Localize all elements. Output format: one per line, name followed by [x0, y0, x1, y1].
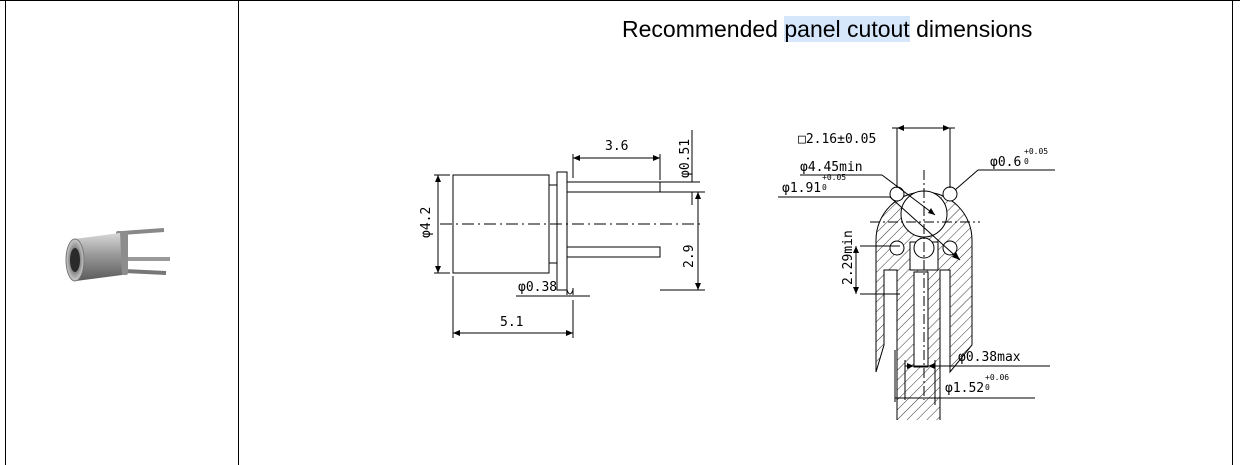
title-text-end: dimensions [909, 16, 1033, 42]
section-title: Recommended panel cutout dimensions [622, 16, 1032, 43]
dim-pin-length: 3.6 [605, 139, 628, 154]
dim-square: □2.16±0.05 [798, 132, 876, 147]
side-view-drawing: φ4.2 3.6 φ0.51 2.9 φ0.38 5.1 [420, 130, 705, 338]
dim-slot-width: φ0.38max [958, 350, 1021, 365]
left-border [5, 0, 6, 465]
top-border [0, 0, 1240, 1]
dim-pin-diameter: φ0.51 [678, 139, 693, 178]
dim-overall-length: 5.1 [500, 315, 523, 330]
dim-body-diameter: φ4.2 [420, 207, 434, 238]
panel-cutout-drawing: □2.16±0.05 φ4.45min φ0.6 +0.05 0 φ1.91 +… [778, 125, 1055, 420]
dim-center-hole-tol: +0.05 [822, 173, 846, 182]
connector-photo [65, 228, 170, 282]
dim-hole-small: φ0.6 [990, 155, 1021, 170]
dim-hole-small-tol: +0.05 [1024, 147, 1048, 156]
dim-lead-diameter: φ0.38 [518, 280, 557, 295]
dim-center-hole: φ1.91 [782, 181, 821, 196]
dim-outer-diameter: φ4.45min [800, 160, 863, 175]
dim-hole-small-tol-lower: 0 [1024, 157, 1029, 166]
dim-slot-outer-tol: +0.06 [985, 373, 1009, 382]
title-highlight: panel cutout [784, 16, 910, 42]
column-divider [238, 0, 239, 465]
dim-slot-outer: φ1.52 [945, 381, 984, 396]
dim-center-hole-tol-lower: 0 [822, 183, 827, 192]
dim-pin-spacing: 2.9 [682, 245, 697, 268]
dim-slot-outer-tol-lower: 0 [985, 383, 990, 392]
dim-slot-height: 2.29min [841, 230, 856, 285]
right-border [1232, 0, 1233, 465]
title-text-start: Recommended [622, 16, 785, 42]
